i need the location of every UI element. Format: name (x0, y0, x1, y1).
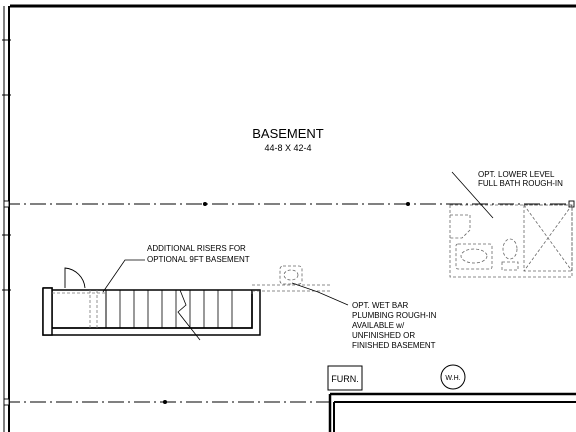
furnace-label: FURN. (331, 374, 359, 384)
wetbar-note-line5: FINISHED BASEMENT (352, 341, 436, 350)
wetbar-note-line4: UNFINISHED OR (352, 331, 415, 340)
furnace-box (327, 365, 363, 391)
risers-note-line2: OPTIONAL 9FT BASEMENT (147, 255, 250, 264)
risers-leader (102, 259, 145, 293)
bath-leader (451, 171, 494, 219)
risers-note-line1: ADDITIONAL RISERS FOR (147, 244, 246, 253)
wetbar-note-line3: AVAILABLE w/ (352, 321, 405, 330)
bath-note-line2: FULL BATH ROUGH-IN (478, 179, 563, 188)
water-heater-circle (440, 364, 466, 390)
beam-lines (3, 200, 575, 406)
wet-bar-rough-in (252, 265, 330, 292)
wet-bar-leader (291, 282, 349, 306)
stair (42, 267, 261, 341)
wetbar-note-line1: OPT. WET BAR (352, 301, 409, 310)
room-name: BASEMENT (252, 126, 324, 141)
room-dimensions: 44-8 X 42-4 (264, 143, 311, 153)
bath-rough-in (449, 204, 573, 278)
outer-walls (2, 4, 576, 432)
wetbar-note-line2: PLUMBING ROUGH-IN (352, 311, 437, 320)
water-heater-label: W.H. (445, 375, 460, 382)
bath-note-line1: OPT. LOWER LEVEL (478, 170, 555, 179)
